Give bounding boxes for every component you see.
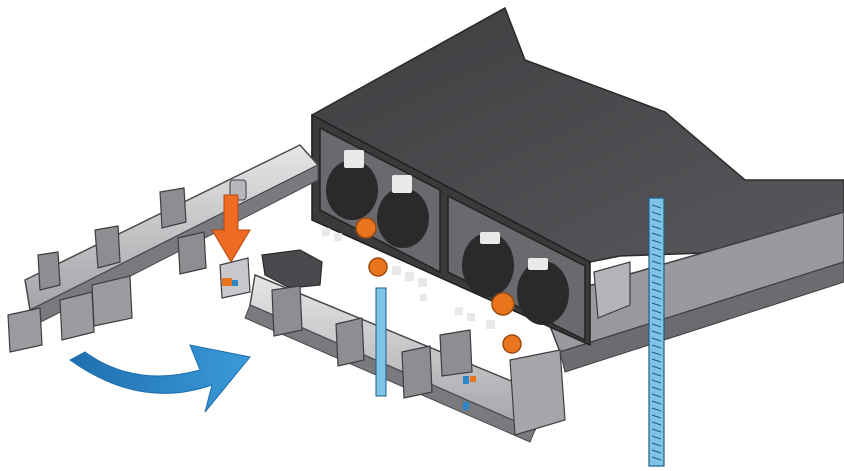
rack-post-hole xyxy=(651,365,662,370)
port-icons xyxy=(322,228,427,287)
orange-thumbscrew-icon xyxy=(355,217,388,277)
rack-post-hole xyxy=(651,449,662,454)
rack-post-hole xyxy=(651,232,662,237)
rack-post-hole xyxy=(651,442,662,447)
rack-post-hole xyxy=(651,239,662,244)
rack-post-hole xyxy=(651,246,662,251)
rack-post-hole xyxy=(651,323,662,328)
rack-post-hole xyxy=(651,330,662,335)
rack-post-hole xyxy=(651,309,662,314)
rack-post-hole xyxy=(651,456,662,461)
swing-clockwise-arrow-icon xyxy=(69,344,251,413)
rack-post-hole xyxy=(651,351,662,356)
release-latch xyxy=(463,376,476,410)
rack-post-hole xyxy=(651,400,662,405)
rack-post-hole xyxy=(651,428,662,433)
rack-post-hole xyxy=(651,302,662,307)
rack-post-hole xyxy=(651,260,662,265)
cable-arm-front-section xyxy=(244,249,566,443)
rack-post-front xyxy=(648,197,665,467)
cable-hook xyxy=(37,187,207,291)
cable-arm-hinge xyxy=(261,249,323,289)
rack-post-hole xyxy=(651,288,662,293)
psu-bay-left xyxy=(319,126,441,287)
rack-post-hole xyxy=(651,211,662,216)
rack-post-hole xyxy=(651,414,662,419)
chassis-right-rail-edge xyxy=(559,261,844,373)
rack-post-hole xyxy=(651,281,662,286)
rack-post-hole xyxy=(651,372,662,377)
rack-post-hole xyxy=(651,435,662,440)
rack-post-hole xyxy=(651,358,662,363)
press-down-arrow-icon xyxy=(211,194,251,263)
rack-post-hole xyxy=(651,225,662,230)
chassis-right-rail xyxy=(539,211,844,353)
rack-post-hole xyxy=(651,253,662,258)
rack-post-hole xyxy=(651,344,662,349)
rack-post-hole xyxy=(651,337,662,342)
rack-post-hole xyxy=(651,295,662,300)
cable-hook-front xyxy=(7,275,133,353)
rack-post-hole xyxy=(651,407,662,412)
rack-post-hole xyxy=(651,274,662,279)
chassis-mount-bracket xyxy=(593,261,631,319)
psu-bay-right xyxy=(420,194,586,354)
rack-post-hole xyxy=(651,218,662,223)
rack-post-hole xyxy=(651,421,662,426)
rack-post-rear xyxy=(375,287,387,397)
cable-arm-end-bracket xyxy=(509,349,566,436)
rack-post-hole xyxy=(651,316,662,321)
rack-post-hole xyxy=(651,267,662,272)
power-connector-icon xyxy=(480,232,548,270)
fan-icon xyxy=(462,233,569,325)
rack-post-hole xyxy=(651,393,662,398)
port-icons xyxy=(420,294,495,329)
orange-thumbscrew-icon xyxy=(491,292,522,354)
rack-post-hole xyxy=(651,204,662,209)
recycle-icon xyxy=(344,150,412,193)
cable-hook xyxy=(271,285,473,399)
fan-icon xyxy=(326,160,429,248)
rack-post-hole xyxy=(651,386,662,391)
rack-post-hole xyxy=(651,379,662,384)
